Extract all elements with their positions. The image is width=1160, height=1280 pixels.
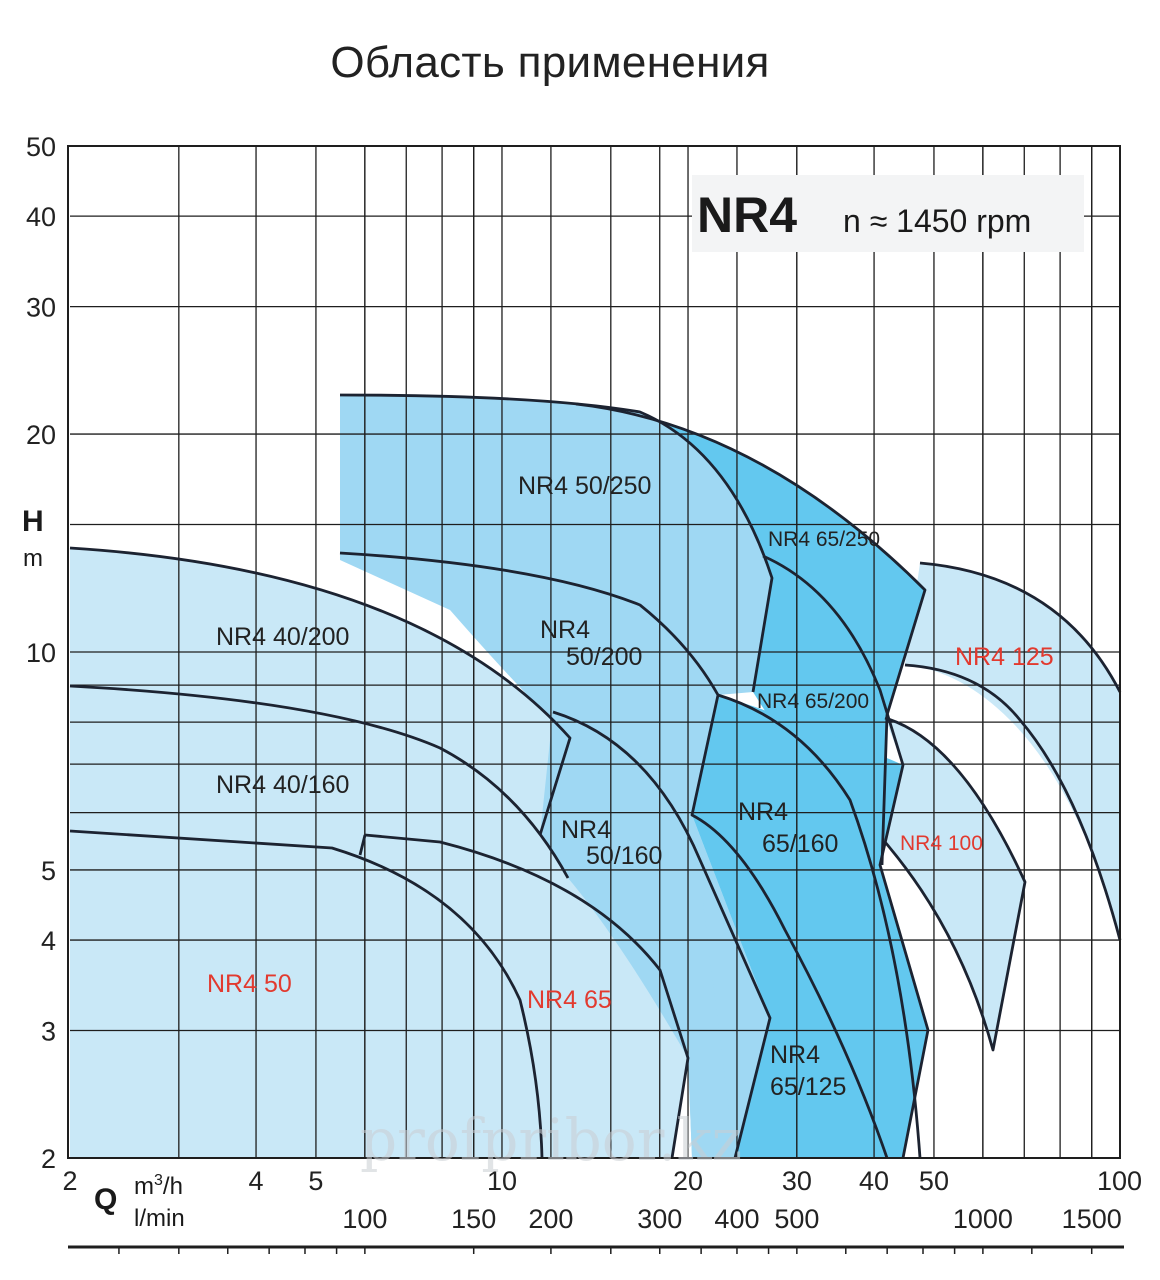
model-curves xyxy=(69,393,1122,1159)
y-tick-label: 20 xyxy=(26,420,56,450)
x-axis-unit-primary: m3/h xyxy=(134,1172,183,1200)
x-tick-label: 10 xyxy=(487,1166,517,1196)
x-tick-label: 2 xyxy=(62,1166,77,1196)
curve-nr4-40-160 xyxy=(69,684,570,879)
curve-nr4-40-200 xyxy=(69,546,572,836)
label-nr4-50-250: NR4 50/250 xyxy=(518,472,651,500)
x-tick-labels: 2 4 5 10 20 30 40 50 100 xyxy=(62,1166,1142,1196)
lmin-tick-labels: 100 150 200 300 400 500 1000 1500 xyxy=(342,1204,1121,1234)
label-nr4-50-200-line2: 50/200 xyxy=(566,643,642,671)
label-nr4-65-125-line1: NR4 xyxy=(770,1041,820,1069)
x-tick-label: 50 xyxy=(919,1166,949,1196)
curve-nr4-125 xyxy=(904,561,1122,941)
label-nr4-100: NR4 100 xyxy=(900,832,983,855)
x-tick-label: 40 xyxy=(859,1166,889,1196)
area-nr4-50-160 xyxy=(540,712,735,1158)
label-nr4-125: NR4 125 xyxy=(955,643,1054,671)
label-nr4-50-200-line1: NR4 xyxy=(540,616,590,644)
curve-nr4-100 xyxy=(883,716,1027,1052)
lmin-tick-label: 1000 xyxy=(953,1204,1013,1234)
curve-nr4-50-250 xyxy=(339,393,774,693)
area-nr4-100 xyxy=(880,718,1025,1050)
label-nr4-50-160-line2: 50/160 xyxy=(586,842,662,870)
label-nr4-65-160-line1: NR4 xyxy=(738,798,788,826)
label-nr4-50-160-line1: NR4 xyxy=(561,816,611,844)
area-nr4-65-series xyxy=(692,695,928,1158)
model-box xyxy=(692,175,1084,252)
x-tick-label: 20 xyxy=(673,1166,703,1196)
curve-nr4-50-160 xyxy=(552,710,772,1159)
lmin-tick-label: 400 xyxy=(714,1204,759,1234)
x-axis-name: Q xyxy=(94,1183,117,1216)
curve-nr4-65-250 xyxy=(575,402,927,866)
x-axis-unit-secondary: l/min xyxy=(134,1205,185,1232)
x-tick-label: 4 xyxy=(249,1166,264,1196)
curve-nr4-65-left xyxy=(358,833,690,1159)
y-tick-label: 5 xyxy=(41,856,56,886)
area-nr4-125 xyxy=(905,563,1120,940)
y-tick-label: 4 xyxy=(41,926,56,956)
area-nr4-50 xyxy=(70,548,688,1158)
y-tick-labels: 2 3 4 5 10 20 30 40 50 xyxy=(26,132,56,1174)
lmin-tick-label: 500 xyxy=(774,1204,819,1234)
y-tick-label: 50 xyxy=(26,132,56,162)
curve-nr4-65-200 xyxy=(717,693,922,1159)
x-tick-label: 100 xyxy=(1097,1166,1142,1196)
application-areas xyxy=(70,395,1120,1158)
lmin-tick-label: 1500 xyxy=(1062,1204,1122,1234)
label-nr4-40-200: NR4 40/200 xyxy=(216,623,349,651)
y-tick-label: 10 xyxy=(26,638,56,668)
y-axis-name: H xyxy=(22,505,44,538)
lmin-tick-label: 100 xyxy=(342,1204,387,1234)
model-label: NR4 xyxy=(697,187,797,243)
y-tick-label: 40 xyxy=(26,202,56,232)
label-nr4-65: NR4 65 xyxy=(527,986,612,1014)
page-title: Область применения xyxy=(330,38,770,87)
curve-nr4-50-200 xyxy=(339,551,889,1159)
lmin-tick-label: 150 xyxy=(451,1204,496,1234)
speed-label: n ≈ 1450 rpm xyxy=(843,203,1031,239)
lmin-tick-label: 200 xyxy=(528,1204,573,1234)
label-nr4-65-160-line2: 65/160 xyxy=(762,830,838,858)
label-nr4-65-125-line2: 65/125 xyxy=(770,1073,846,1101)
x-tick-label: 30 xyxy=(782,1166,812,1196)
watermark: profpribor.kz xyxy=(360,1106,742,1174)
y-axis-unit: m xyxy=(23,545,43,572)
lmin-tick-label: 300 xyxy=(637,1204,682,1234)
y-tick-label: 3 xyxy=(41,1017,56,1047)
curve-nr4-50-base xyxy=(69,829,544,1159)
label-nr4-65-200: NR4 65/200 xyxy=(757,690,869,713)
label-nr4-65-250: NR4 65/250 xyxy=(768,528,880,551)
x-tick-label: 5 xyxy=(308,1166,323,1196)
y-tick-label: 30 xyxy=(26,293,56,323)
label-nr4-50: NR4 50 xyxy=(207,970,292,998)
curve-nr4-65-250-lower xyxy=(762,554,930,1159)
label-nr4-40-160: NR4 40/160 xyxy=(216,771,349,799)
y-tick-label: 2 xyxy=(41,1144,56,1174)
lmin-minor-ticks xyxy=(118,1247,1093,1254)
plot-frame xyxy=(67,145,1121,1159)
